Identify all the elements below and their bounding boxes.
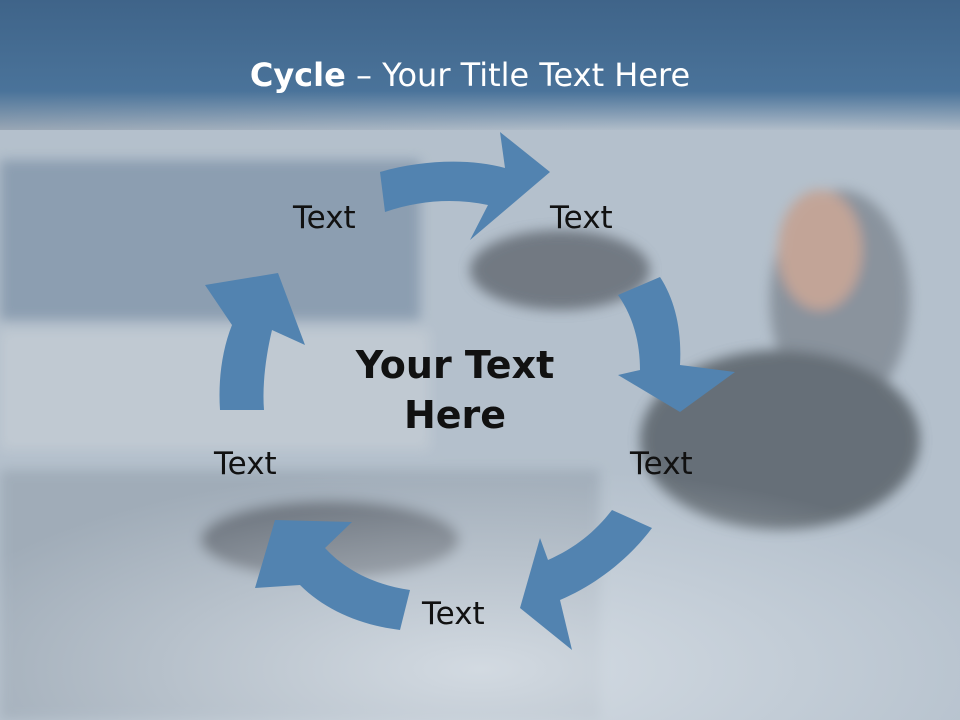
cycle-label-2: Text <box>550 200 613 236</box>
cycle-arrow-2 <box>618 277 735 412</box>
header-band <box>0 0 960 130</box>
title-rest: – Your Title Text Here <box>345 56 691 94</box>
cycle-label-4: Text <box>422 596 485 632</box>
cycle-label-5: Text <box>214 446 277 482</box>
title-bold: Cycle <box>249 56 346 94</box>
center-text: Your Text Here <box>355 343 555 437</box>
cycle-arrow-1 <box>380 132 550 240</box>
cycle-arrow-4 <box>255 520 410 630</box>
cycle-arrow-3 <box>520 510 652 650</box>
cycle-arrow-5 <box>205 273 305 410</box>
slide-title: Cycle – Your Title Text Here <box>0 56 940 94</box>
cycle-label-1: Text <box>293 200 356 236</box>
cycle-label-3: Text <box>630 446 693 482</box>
